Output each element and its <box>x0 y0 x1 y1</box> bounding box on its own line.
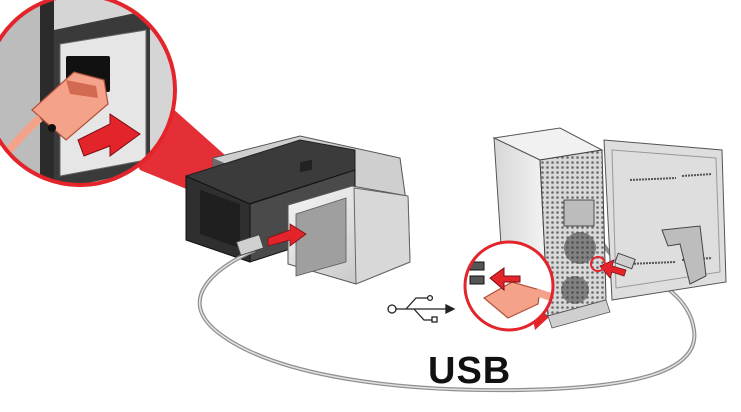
arrow-right-icon <box>267 223 307 247</box>
usb-plug-printer <box>235 234 265 256</box>
usb-label: USB <box>428 350 512 392</box>
zoom-detail-computer <box>463 240 555 332</box>
zoom-detail-printer <box>0 0 177 187</box>
arrow-left-icon <box>599 259 627 279</box>
usb-plug-computer <box>614 252 636 270</box>
printer <box>185 135 411 285</box>
monitor <box>603 139 727 301</box>
usb-symbol-icon <box>387 294 456 323</box>
